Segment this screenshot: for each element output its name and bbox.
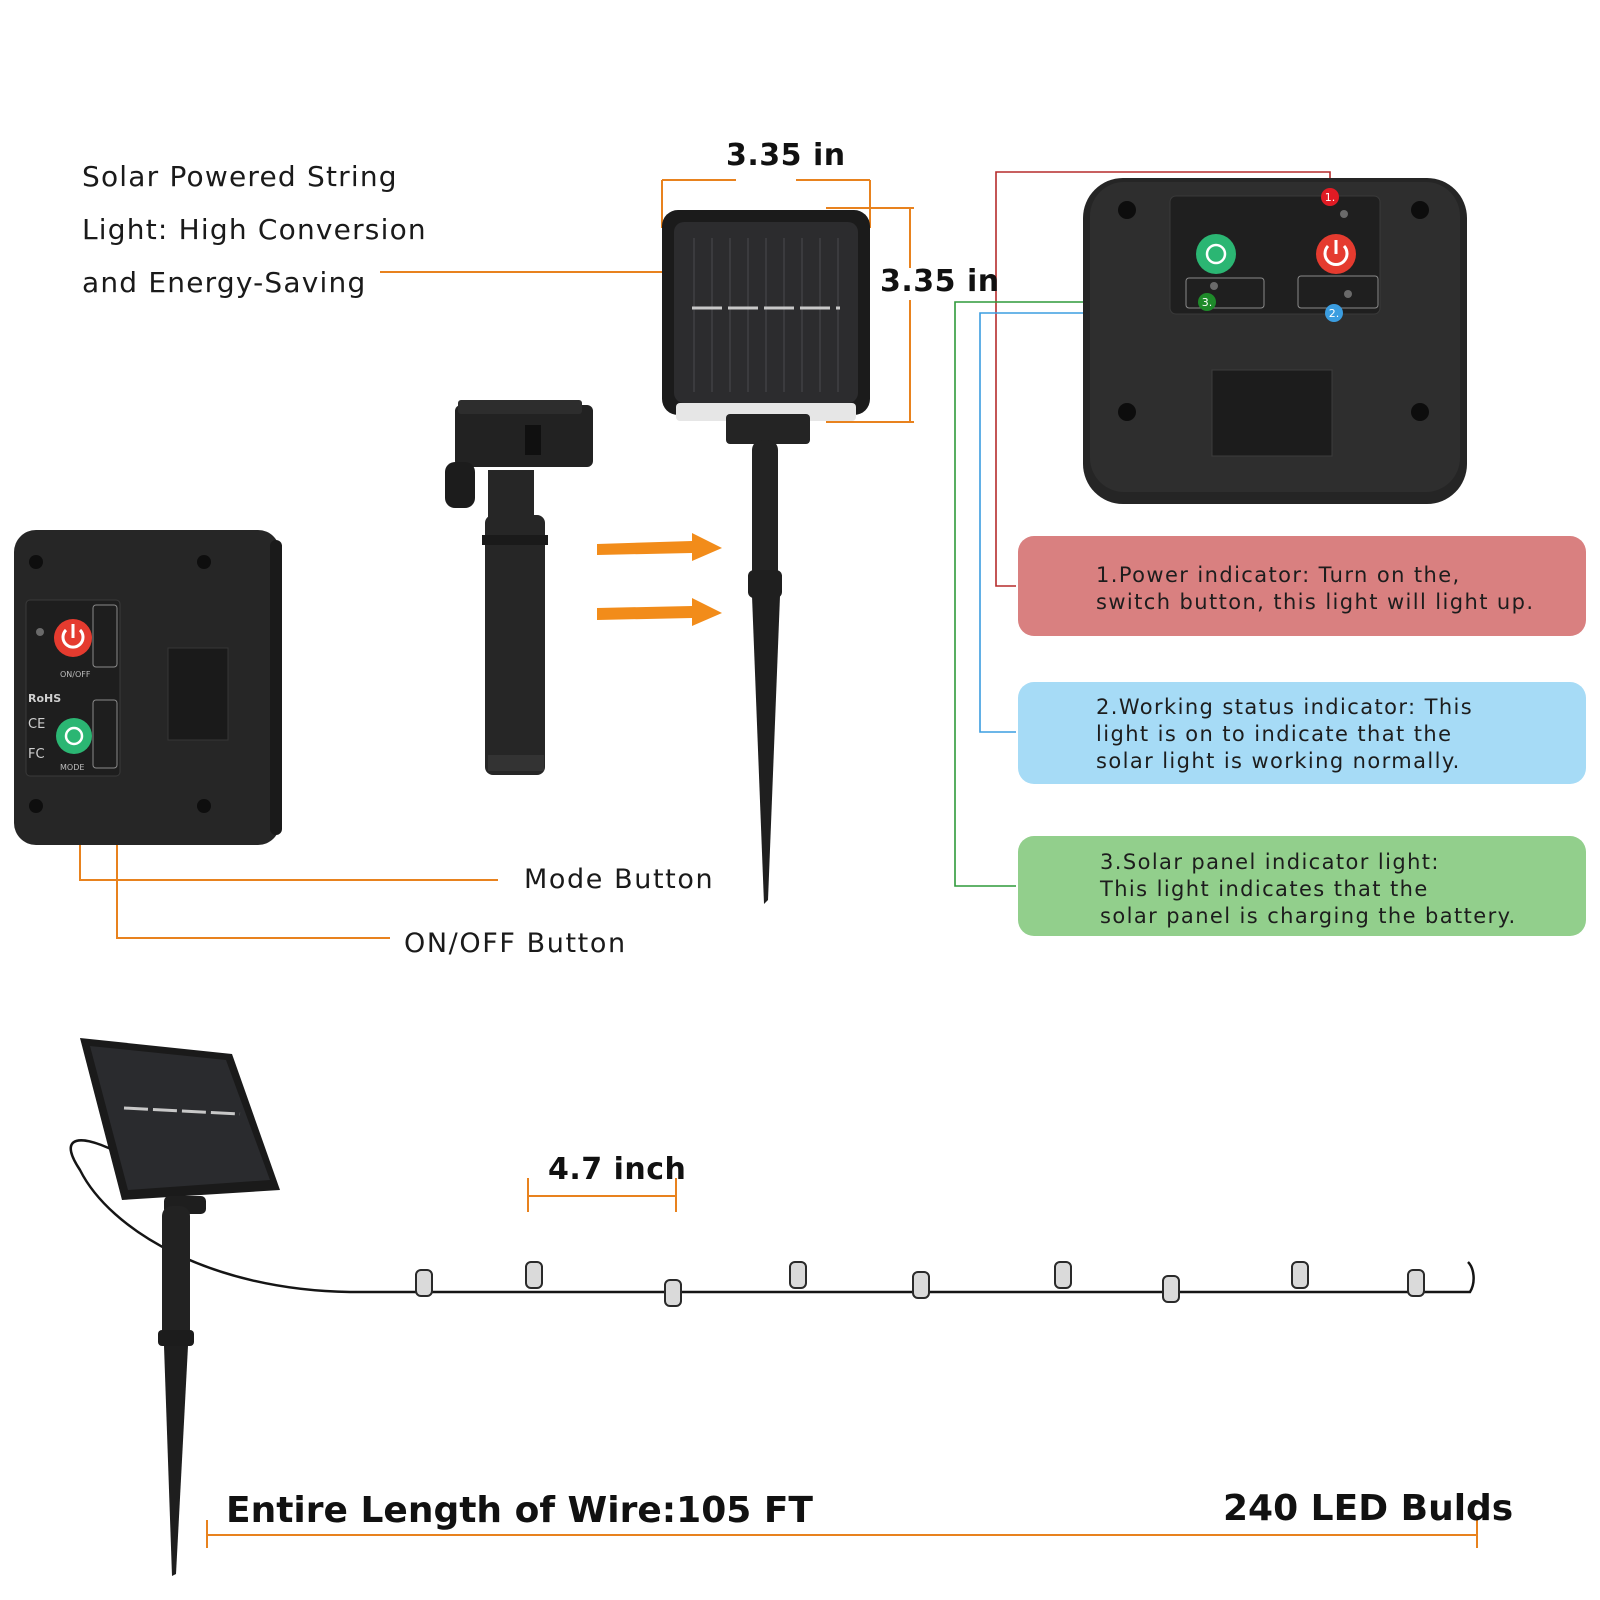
- working-status-box: 2.Working status indicator: This light i…: [1018, 682, 1586, 784]
- indicator-markers: 1. 2. 3.: [1198, 188, 1343, 322]
- solar-indicator-line: This light indicates that the: [1100, 877, 1429, 901]
- marker-2: [1325, 304, 1343, 322]
- solar-indicator-line: 3.Solar panel indicator light:: [1100, 850, 1440, 874]
- panel-width-label: 3.35 in: [726, 138, 846, 173]
- arrows: [597, 533, 722, 626]
- led-bulb: [1407, 1269, 1425, 1297]
- working-status-line: light is on to indicate that the: [1096, 722, 1453, 746]
- svg-text:MODE: MODE: [60, 763, 84, 772]
- mode-button-right: [1196, 234, 1236, 274]
- mode-button-label: Mode Button: [524, 864, 715, 895]
- svg-text:ON/OFF: ON/OFF: [60, 670, 91, 679]
- bulb-count-label: 240 LED Bulds: [1223, 1488, 1514, 1529]
- led-bulb: [789, 1261, 807, 1289]
- mount-bracket: [445, 400, 593, 775]
- controller-box-left: RoHS ON/OFF MODE CE FC: [14, 530, 282, 845]
- svg-text:1.: 1.: [1325, 191, 1336, 204]
- led-bulb: [1054, 1261, 1072, 1289]
- led-bulb: [1291, 1261, 1309, 1289]
- bulb-spacing-label: 4.7 inch: [548, 1152, 687, 1187]
- marker-1: [1321, 188, 1339, 206]
- power-indicator-line: switch button, this light will light up.: [1096, 590, 1535, 614]
- intro-text: Solar Powered String Light: High Convers…: [82, 150, 427, 309]
- svg-text:2.: 2.: [1329, 307, 1340, 320]
- led-bulb: [1162, 1275, 1180, 1303]
- controller-box-right: [1083, 178, 1467, 504]
- working-status-line: 2.Working status indicator: This: [1096, 695, 1474, 719]
- intro-line: Solar Powered String: [82, 160, 398, 193]
- led-bulb: [415, 1269, 433, 1297]
- solar-panel-stake: [662, 210, 870, 904]
- solar-panel-indicator-box: 3.Solar panel indicator light: This ligh…: [1018, 836, 1586, 936]
- power-indicator-line: 1.Power indicator: Turn on the,: [1096, 563, 1461, 587]
- wire-length-label: Entire Length of Wire:105 FT: [226, 1490, 813, 1531]
- mode-button-left: [56, 718, 92, 754]
- intro-line: and Energy-Saving: [82, 266, 367, 299]
- svg-text:CE: CE: [28, 717, 45, 732]
- led-bulb: [912, 1271, 930, 1299]
- solar-indicator-line: solar panel is charging the battery.: [1100, 904, 1517, 928]
- led-bulb: [525, 1261, 543, 1289]
- working-status-line: solar light is working normally.: [1096, 749, 1461, 773]
- led-bulb: [664, 1279, 682, 1307]
- onoff-button-label: ON/OFF Button: [404, 928, 627, 959]
- led-bulbs: [415, 1261, 1425, 1307]
- svg-text:3.: 3.: [1202, 296, 1213, 309]
- svg-text:FC: FC: [28, 747, 45, 762]
- string-light-scene: [69, 1038, 1475, 1576]
- panel-height-label: 3.35 in: [880, 264, 1000, 299]
- intro-line: Light: High Conversion: [82, 213, 427, 246]
- power-indicator-box: 1.Power indicator: Turn on the, switch b…: [1018, 536, 1586, 636]
- rohs-mark-left: RoHS: [28, 692, 61, 705]
- marker-3: [1198, 293, 1216, 311]
